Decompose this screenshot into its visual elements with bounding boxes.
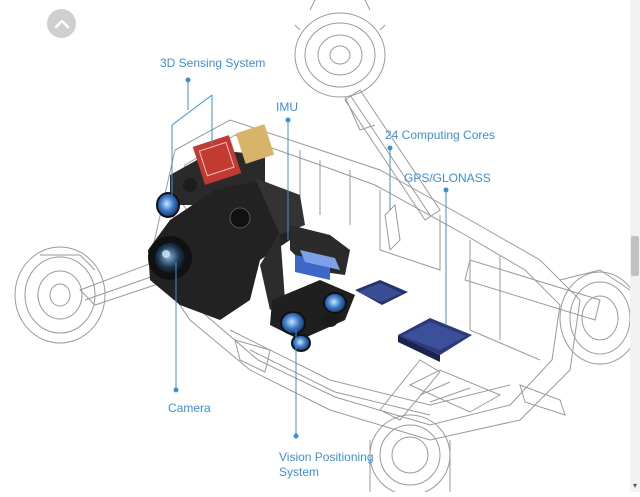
camera-module [148,178,305,320]
label-computing-cores: 24 Computing Cores [385,128,496,142]
chevron-up-icon [54,19,69,28]
leader-dots [173,77,449,439]
vertical-scrollbar[interactable]: ▾ [630,0,640,492]
computing-chip [355,280,408,305]
label-vision-positioning-line2: System [279,465,320,479]
label-3d-sensing-system: 3D Sensing System [160,56,266,70]
imu-module [290,225,350,280]
scroll-to-top-button[interactable] [47,9,76,38]
label-imu: IMU [276,100,298,114]
label-gps-glonass: GPS/GLONASS [404,171,491,185]
label-camera: Camera [168,401,211,415]
gps-module [398,318,472,362]
leader-lines [171,80,447,436]
vision-positioning-module [270,280,355,352]
scroll-down-arrow-icon[interactable]: ▾ [630,480,640,492]
scrollbar-thumb[interactable] [631,236,639,276]
sensing-module [156,124,275,218]
label-vision-positioning-line1: Vision Positioning [279,450,374,464]
